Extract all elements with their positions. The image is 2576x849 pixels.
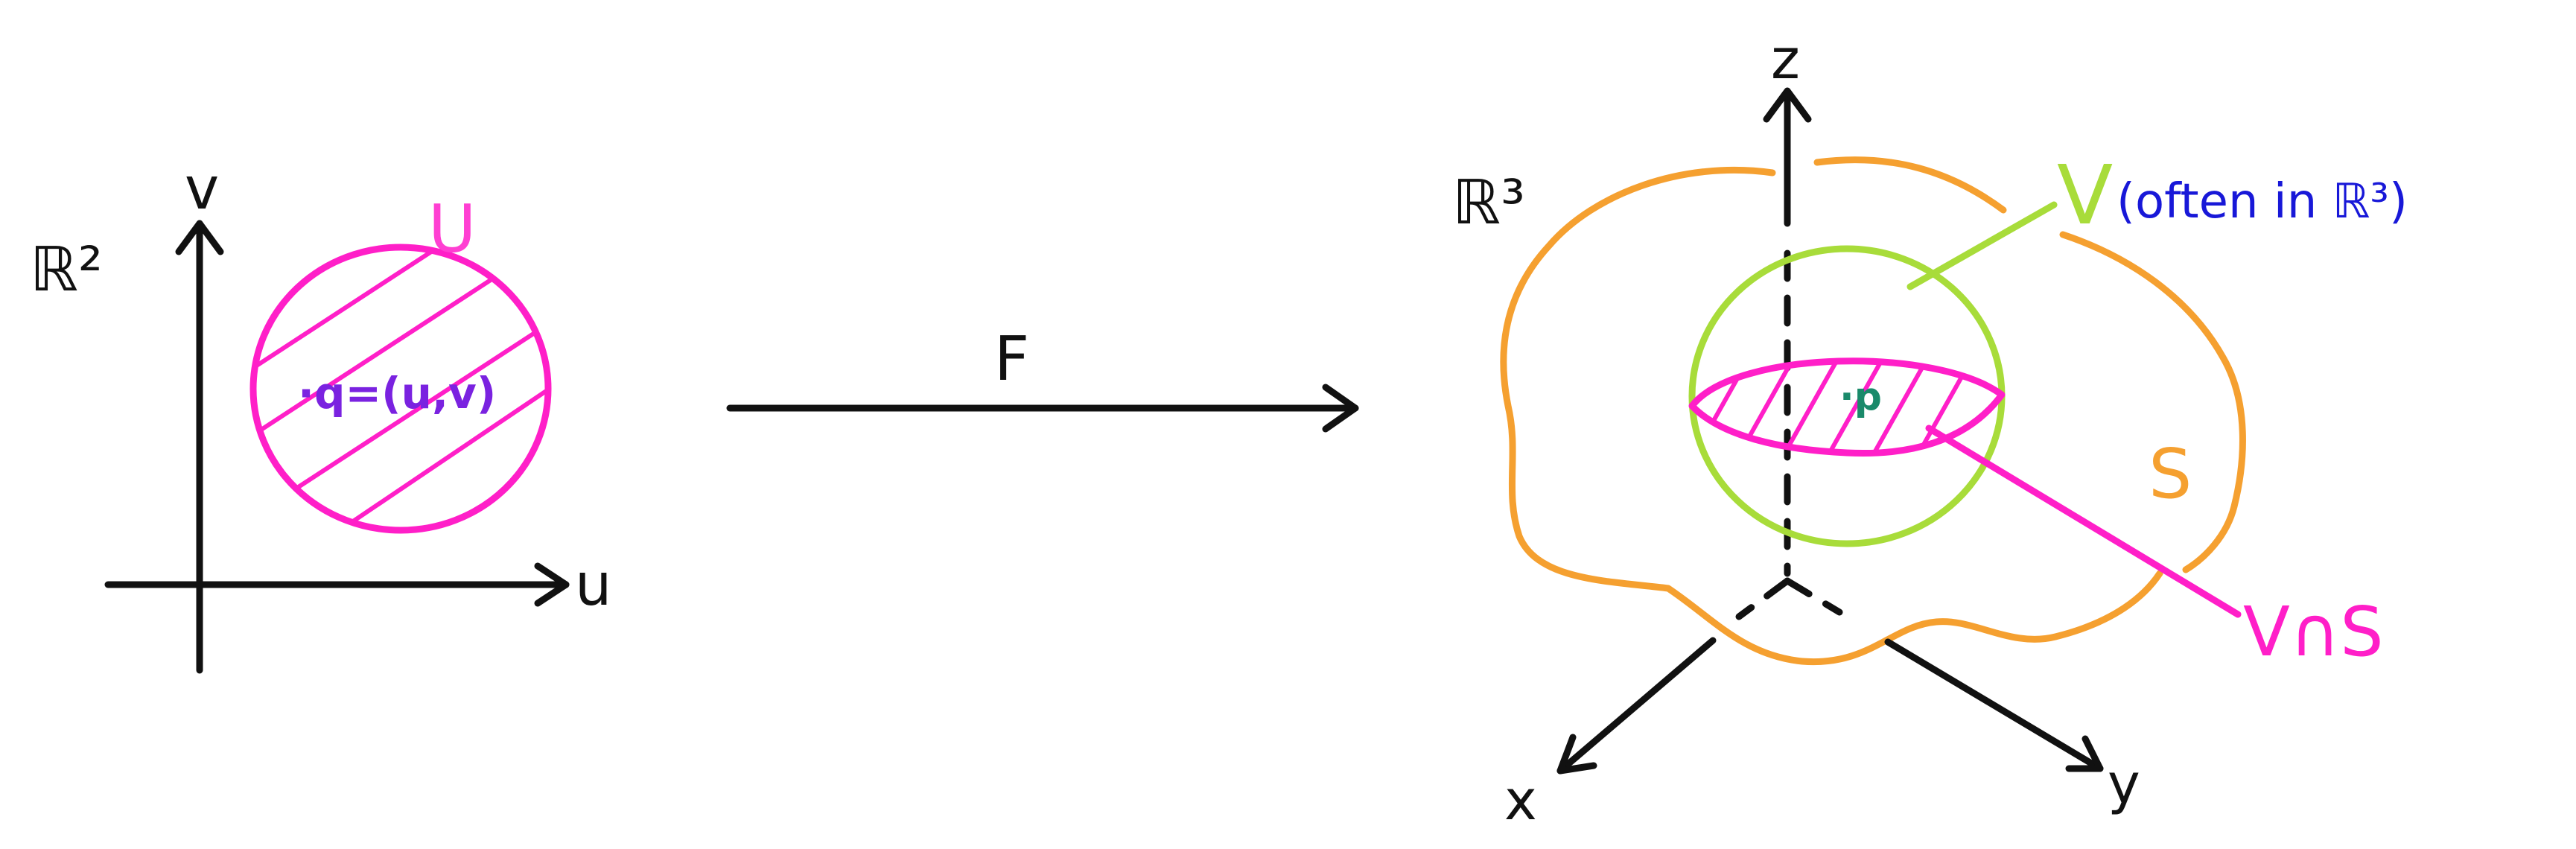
z-axis-label: z bbox=[1771, 28, 1800, 92]
u-axis bbox=[104, 562, 570, 607]
intersection-label: V∩S bbox=[2243, 592, 2384, 672]
r3-label: ℝ³ bbox=[1452, 168, 1525, 238]
surface-s bbox=[1500, 166, 2163, 666]
surface-s-right bbox=[2059, 231, 2246, 573]
region-u-boundary bbox=[249, 244, 552, 534]
x-axis bbox=[1556, 637, 1717, 775]
ball-v-note: (often in ℝ³) bbox=[2117, 174, 2408, 229]
intersection-boundary bbox=[1688, 357, 2006, 457]
x-axis-hidden bbox=[1735, 577, 1791, 620]
point-q-label: ·q=(u,v) bbox=[298, 368, 496, 419]
left-panel: ℝ² v u U ·q=(u,v) bbox=[30, 156, 611, 674]
r2-label: ℝ² bbox=[30, 235, 103, 305]
u-axis-label: u bbox=[575, 552, 611, 619]
map-label: F bbox=[994, 324, 1029, 395]
surface-s-label: S bbox=[2149, 434, 2192, 514]
region-u-hatching bbox=[253, 247, 548, 530]
y-axis bbox=[1884, 638, 2104, 772]
y-axis-label: y bbox=[2108, 752, 2140, 816]
intersection-leader bbox=[1925, 424, 2242, 618]
x-axis-label: x bbox=[1504, 769, 1537, 833]
y-axis-hidden bbox=[1784, 577, 1843, 616]
surface-s-upper-right bbox=[1813, 156, 2007, 214]
right-panel: ℝ³ z ·p V (of bbox=[1452, 28, 2408, 833]
point-p-label: ·p bbox=[1839, 375, 1882, 419]
z-axis bbox=[1763, 87, 1812, 577]
v-axis-label: v bbox=[185, 156, 219, 223]
ball-v-leader bbox=[1906, 201, 2058, 290]
region-u-label: U bbox=[428, 191, 476, 267]
v-axis bbox=[175, 220, 224, 674]
map-arrow bbox=[726, 384, 1359, 433]
ball-v-label: V bbox=[2057, 147, 2113, 243]
